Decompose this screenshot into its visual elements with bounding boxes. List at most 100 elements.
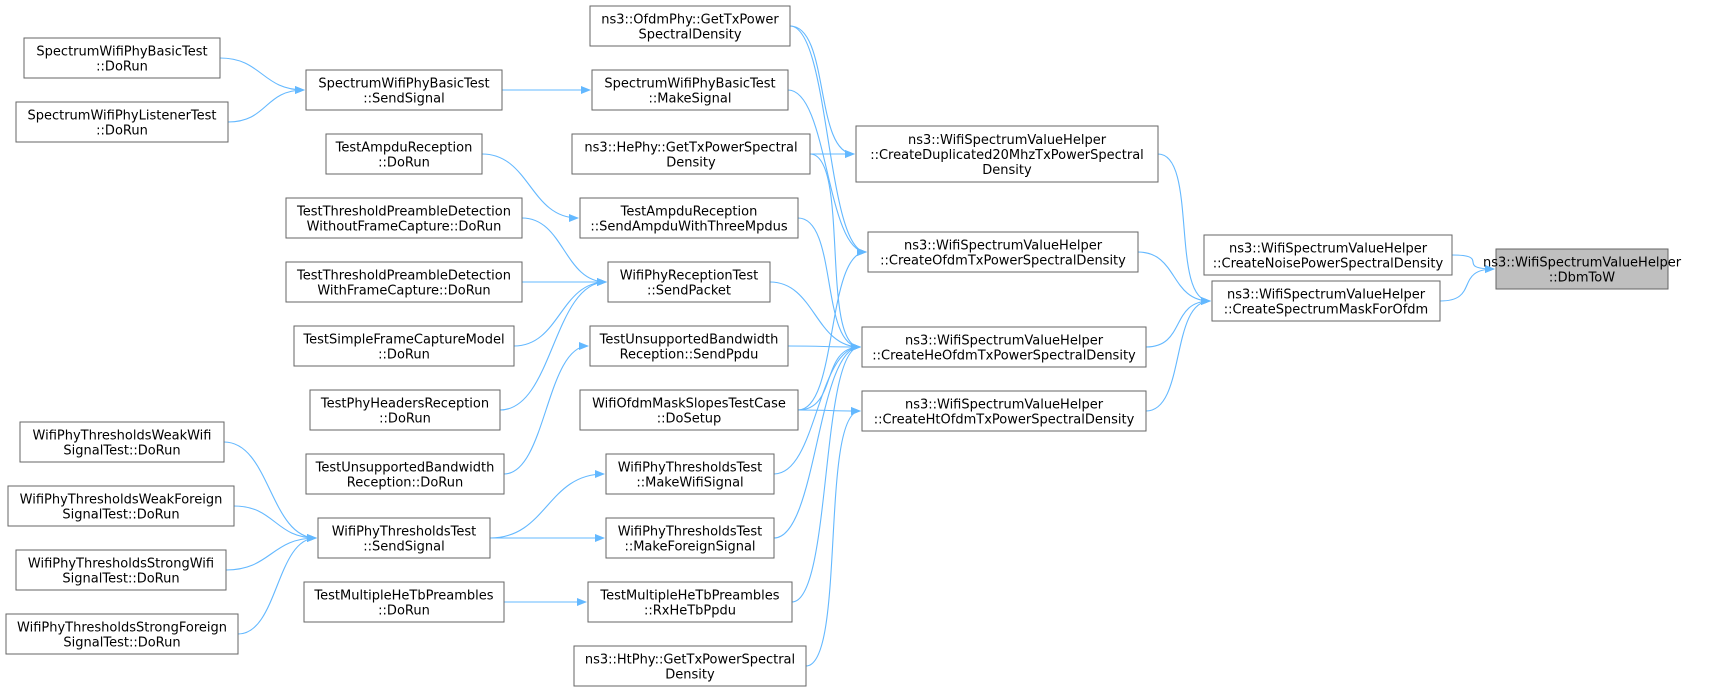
- node-wifiphythresholdstest-makewifisignal[interactable]: WifiPhyThresholdsTest::MakeWifiSignal: [605, 453, 775, 495]
- edge-strongwifi-to-thrsend: [225, 534, 317, 571]
- node-label-line: ::CreateHeOfdmTxPowerSpectralDensity: [872, 349, 1136, 364]
- node-ns3-wifispectrumvaluehelper-createhtofdmtxpowerspectraldensity[interactable]: ns3::WifiSpectrumValueHelper::CreateHtOf…: [861, 390, 1147, 432]
- node-label-line: WifiPhyThresholdsWeakForeign: [20, 493, 223, 508]
- node-box: [15, 101, 229, 143]
- node-box: [1495, 248, 1669, 290]
- node-box: [293, 325, 515, 367]
- node-box: [605, 453, 775, 495]
- node-testthresholdpreambledetection-withframecapture-dorun[interactable]: TestThresholdPreambleDetectionWithFrameC…: [285, 261, 523, 303]
- node-testphyheadersreception-dorun[interactable]: TestPhyHeadersReception::DoRun: [309, 389, 501, 431]
- node-box: [587, 581, 793, 623]
- node-label-line: SpectrumWifiPhyBasicTest: [36, 45, 207, 60]
- node-label-line: ::DoRun: [96, 60, 148, 75]
- node-label-line: ns3::HePhy::GetTxPowerSpectral: [584, 141, 797, 156]
- node-ns3-wifispectrumvaluehelper-createofdmtxpowerspectraldensity[interactable]: ns3::WifiSpectrumValueHelper::CreateOfdm…: [867, 231, 1139, 273]
- node-label-line: WifiOfdmMaskSlopesTestCase: [592, 397, 786, 412]
- node-label-line: WithoutFrameCapture::DoRun: [307, 220, 502, 235]
- node-box: [867, 231, 1139, 273]
- node-label-line: SignalTest::DoRun: [62, 572, 179, 587]
- node-label-line: TestSimpleFrameCaptureModel: [302, 333, 504, 348]
- edge-ampdurun-to-ampdu3: [481, 153, 579, 222]
- node-wifiphythresholdsweakwifi-signaltest-dorun[interactable]: WifiPhyThresholdsWeakWifiSignalTest::DoR…: [19, 421, 225, 463]
- node-box: [589, 325, 789, 367]
- edge-httx-to-mask: [1145, 297, 1211, 412]
- node-ns3-wifispectrumvaluehelper-createnoisepowerspectraldensity[interactable]: ns3::WifiSpectrumValueHelper::CreateNois…: [1203, 234, 1453, 276]
- node-box: [5, 613, 239, 655]
- node-label-line: Density: [665, 668, 715, 683]
- node-label-line: ::DoRun: [378, 156, 430, 171]
- edge-sendpkt-to-hetx: [769, 281, 861, 351]
- edge-unsupsend-to-hetx: [787, 342, 861, 351]
- node-wifiphythresholdstest-sendsignal[interactable]: WifiPhyThresholdsTest::SendSignal: [317, 517, 491, 559]
- node-box: [855, 125, 1159, 183]
- node-box: [1203, 234, 1453, 276]
- node-box: [861, 326, 1147, 368]
- node-ns3-wifispectrumvaluehelper-dbmtow[interactable]: ns3::WifiSpectrumValueHelper::DbmToW: [1483, 248, 1682, 290]
- node-wifiofdmmaskslopestestcase-dosetup[interactable]: WifiOfdmMaskSlopesTestCase::DoSetup: [579, 389, 799, 431]
- node-wifiphythresholdsstrongwifi-signaltest-dorun[interactable]: WifiPhyThresholdsStrongWifiSignalTest::D…: [15, 549, 227, 591]
- node-box: [305, 69, 503, 111]
- node-wifiphyreceptiontest-sendpacket[interactable]: WifiPhyReceptionTest::SendPacket: [607, 261, 771, 303]
- node-testunsupportedbandwidth-reception-sendppdu[interactable]: TestUnsupportedBandwidthReception::SendP…: [589, 325, 789, 367]
- node-label-line: ::CreateSpectrumMaskForOfdm: [1224, 303, 1428, 318]
- node-testmultiplehetbpreambles-dorun[interactable]: TestMultipleHeTbPreambles::DoRun: [303, 581, 505, 623]
- node-wifiphythresholdsstrongforeign-signaltest-dorun[interactable]: WifiPhyThresholdsStrongForeignSignalTest…: [5, 613, 239, 655]
- edge-ofdmtx-to-mask: [1137, 251, 1211, 305]
- node-spectrumwifiphybasictest-sendsignal[interactable]: SpectrumWifiPhyBasicTest::SendSignal: [305, 69, 503, 111]
- node-box: [861, 390, 1147, 432]
- node-label-line: TestUnsupportedBandwidth: [315, 461, 495, 476]
- node-label-line: ::SendAmpduWithThreeMpdus: [590, 220, 788, 235]
- node-testampdureception-dorun[interactable]: TestAmpduReception::DoRun: [325, 133, 483, 175]
- node-label-line: Density: [982, 163, 1032, 178]
- node-wifiphythresholdstest-makeforeignsignal[interactable]: WifiPhyThresholdsTest::MakeForeignSignal: [605, 517, 775, 559]
- node-label-line: ::DoRun: [379, 412, 431, 427]
- node-label-line: SignalTest::DoRun: [63, 444, 180, 459]
- node-label-line: ::MakeForeignSignal: [624, 540, 755, 555]
- node-box: [579, 197, 799, 239]
- node-testmultiplehetbpreambles-rxhetbppdu[interactable]: TestMultipleHeTbPreambles::RxHeTbPpdu: [587, 581, 793, 623]
- edge-ofdmphy-to-dup20: [789, 25, 855, 158]
- node-label-line: ns3::OfdmPhy::GetTxPower: [601, 13, 779, 28]
- node-label-line: TestMultipleHeTbPreambles: [313, 589, 493, 604]
- node-ns3-wifispectrumvaluehelper-createduplicated20mhztxpowerspectral-density[interactable]: ns3::WifiSpectrumValueHelper::CreateDupl…: [855, 125, 1159, 183]
- edge-ampdu3-to-hetx: [797, 217, 861, 351]
- edge-unsuprun-to-unsupsend: [503, 342, 589, 475]
- node-label-line: Reception::DoRun: [347, 476, 463, 491]
- node-label-line: ::CreateHtOfdmTxPowerSpectralDensity: [874, 413, 1135, 428]
- node-label-line: TestAmpduReception: [335, 141, 473, 156]
- edge-mask-to-dbm: [1439, 265, 1495, 302]
- node-ns3-wifispectrumvaluehelper-createheofdmtxpowerspectraldensity[interactable]: ns3::WifiSpectrumValueHelper::CreateHeOf…: [861, 326, 1147, 368]
- node-spectrumwifiphybasictest-dorun[interactable]: SpectrumWifiPhyBasicTest::DoRun: [23, 37, 221, 79]
- node-label-line: WithFrameCapture::DoRun: [317, 284, 490, 299]
- node-box: [309, 389, 501, 431]
- edge-simplefc-to-sendpkt: [513, 278, 607, 347]
- node-label-line: TestThresholdPreambleDetection: [296, 269, 511, 284]
- node-label-line: SpectralDensity: [638, 28, 741, 43]
- node-label-line: ::SendSignal: [363, 92, 444, 107]
- edge-phyhdr-to-sendpkt: [499, 278, 607, 411]
- node-wifiphythresholdsweakforeign-signaltest-dorun[interactable]: WifiPhyThresholdsWeakForeignSignalTest::…: [7, 485, 235, 527]
- node-box: [573, 645, 807, 687]
- node-testampdureception-sendampduwiththreempdus[interactable]: TestAmpduReception::SendAmpduWithThreeMp…: [579, 197, 799, 239]
- node-testthresholdpreambledetection-withoutframecapture-dorun[interactable]: TestThresholdPreambleDetectionWithoutFra…: [285, 197, 523, 239]
- edge-maskslopes-to-ofdmtx: [797, 248, 867, 411]
- node-label-line: WifiPhyThresholdsWeakWifi: [33, 429, 212, 444]
- node-label-line: TestMultipleHeTbPreambles: [599, 589, 779, 604]
- node-label-line: WifiPhyThresholdsStrongForeign: [17, 621, 227, 636]
- node-label-line: ::CreateNoisePowerSpectralDensity: [1213, 257, 1444, 272]
- node-box: [285, 261, 523, 303]
- node-spectrumwifiphybasictest-makesignal[interactable]: SpectrumWifiPhyBasicTest::MakeSignal: [591, 69, 789, 111]
- node-spectrumwifiphylistenertest-dorun[interactable]: SpectrumWifiPhyListenerTest::DoRun: [15, 101, 229, 143]
- node-label-line: WifiPhyThresholdsStrongWifi: [28, 557, 214, 572]
- node-testsimpleframecapturemodel-dorun[interactable]: TestSimpleFrameCaptureModel::DoRun: [293, 325, 515, 367]
- node-label-line: ::DoRun: [96, 124, 148, 139]
- node-label-line: SpectrumWifiPhyListenerTest: [27, 109, 216, 124]
- node-label-line: ::DoRun: [378, 604, 430, 619]
- node-box: [19, 421, 225, 463]
- node-label-line: ::MakeWifiSignal: [636, 476, 743, 491]
- node-ns3-wifispectrumvaluehelper-createspectrummaskforofdm[interactable]: ns3::WifiSpectrumValueHelper::CreateSpec…: [1211, 280, 1441, 322]
